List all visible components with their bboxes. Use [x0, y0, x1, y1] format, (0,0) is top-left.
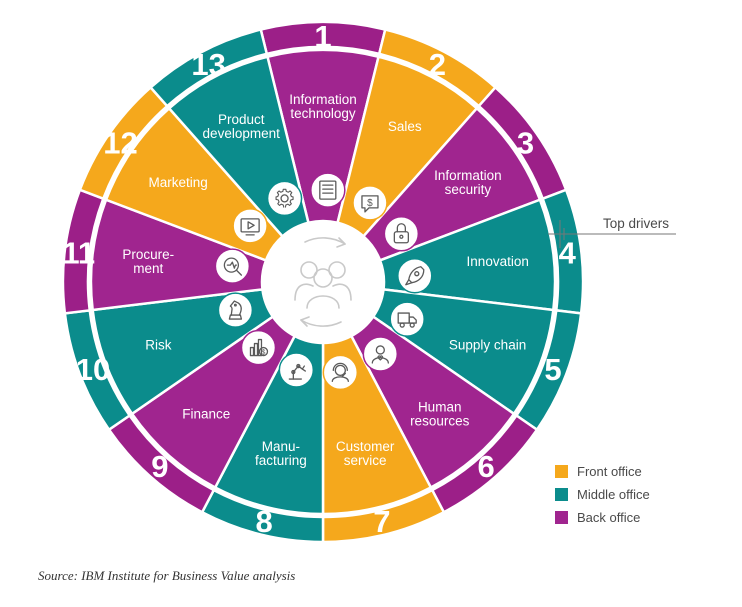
- segment-label-line: Supply chain: [449, 337, 526, 352]
- play-screen-icon: [232, 208, 268, 244]
- legend-item-front: Front office: [555, 460, 650, 483]
- segment-number-5: 5: [544, 352, 561, 387]
- segment-label-2: Sales: [388, 119, 422, 134]
- segment-label-line: Innovation: [467, 254, 529, 269]
- magnifier-circuit-icon: [214, 248, 251, 284]
- segment-label-line: Product: [218, 112, 265, 127]
- segment-number-11: 11: [62, 235, 95, 270]
- legend-item-back: Back office: [555, 506, 650, 529]
- segment-number-3: 3: [517, 125, 534, 160]
- outer-segment-13: [148, 28, 269, 108]
- segment-label-4: Innovation: [467, 254, 529, 269]
- lock-icon: [383, 216, 420, 252]
- segment-label-line: Marketing: [149, 175, 208, 190]
- segment-label-9: Finance: [182, 407, 230, 422]
- legend-label: Back office: [577, 510, 641, 525]
- segment-number-12: 12: [103, 125, 137, 160]
- headset-icon: [322, 354, 359, 391]
- server-icon: [310, 172, 346, 208]
- segment-label-line: Risk: [145, 337, 171, 352]
- legend-item-middle: Middle office: [555, 483, 650, 506]
- chat-dollar-icon: $: [352, 185, 388, 221]
- segment-label-line: Information: [434, 168, 502, 183]
- segment-label-line: Procure-: [122, 247, 174, 262]
- segment-label-line: Sales: [388, 119, 422, 134]
- robot-arm-icon: [278, 352, 315, 388]
- people-group-icon: [294, 237, 352, 327]
- segment-number-1: 1: [314, 19, 331, 54]
- gear-icon: [266, 180, 303, 217]
- segment-label-line: resources: [410, 414, 470, 429]
- segment-label-12: Marketing: [149, 175, 208, 190]
- center-circle: [262, 221, 384, 343]
- segment-label-line: Finance: [182, 407, 230, 422]
- top-drivers-bracket: [548, 228, 594, 240]
- segment-number-2: 2: [429, 47, 446, 82]
- chess-knight-icon: [217, 292, 254, 328]
- segment-label-line: development: [203, 126, 281, 141]
- segment-label-8: Manu-facturing: [255, 439, 307, 468]
- legend-label: Front office: [577, 464, 642, 479]
- segment-label-10: Risk: [145, 337, 171, 352]
- segment-label-line: Human: [418, 400, 462, 415]
- segment-label-11: Procure-ment: [122, 247, 174, 276]
- truck-icon: [389, 301, 425, 337]
- outer-ring: [61, 20, 585, 544]
- segment-number-13: 13: [191, 47, 225, 82]
- legend-swatch-middle: [555, 488, 568, 501]
- segment-number-4: 4: [559, 235, 577, 270]
- source-note: Source: IBM Institute for Business Value…: [38, 568, 296, 583]
- legend-label: Middle office: [577, 487, 650, 502]
- svg-text:$: $: [367, 198, 373, 209]
- segment-label-line: technology: [290, 106, 356, 121]
- person-heart-icon: [362, 336, 399, 372]
- segment-label-line: security: [445, 182, 492, 197]
- icon-layer: $$: [214, 172, 433, 391]
- segment-label-5: Supply chain: [449, 337, 526, 352]
- segment-number-6: 6: [478, 449, 495, 484]
- segment-label-line: facturing: [255, 453, 307, 468]
- legend-swatch-front: [555, 465, 568, 478]
- bar-chart-dollar-icon: $: [240, 329, 277, 366]
- segment-number-9: 9: [151, 449, 168, 484]
- segment-label-line: ment: [133, 261, 163, 276]
- svg-text:$: $: [262, 350, 266, 357]
- top-drivers-label: Top drivers: [603, 216, 670, 231]
- segment-label-line: Information: [289, 92, 357, 107]
- segment-number-7: 7: [373, 504, 390, 539]
- segment-label-line: Manu-: [262, 439, 300, 454]
- legend-swatch-back: [555, 511, 568, 524]
- segment-number-10: 10: [76, 352, 110, 387]
- segment-label-line: Customer: [336, 439, 395, 454]
- segment-label-line: service: [344, 453, 387, 468]
- segment-number-8: 8: [256, 504, 273, 539]
- rocket-icon: [397, 257, 433, 294]
- legend: Front office Middle office Back office: [555, 460, 650, 529]
